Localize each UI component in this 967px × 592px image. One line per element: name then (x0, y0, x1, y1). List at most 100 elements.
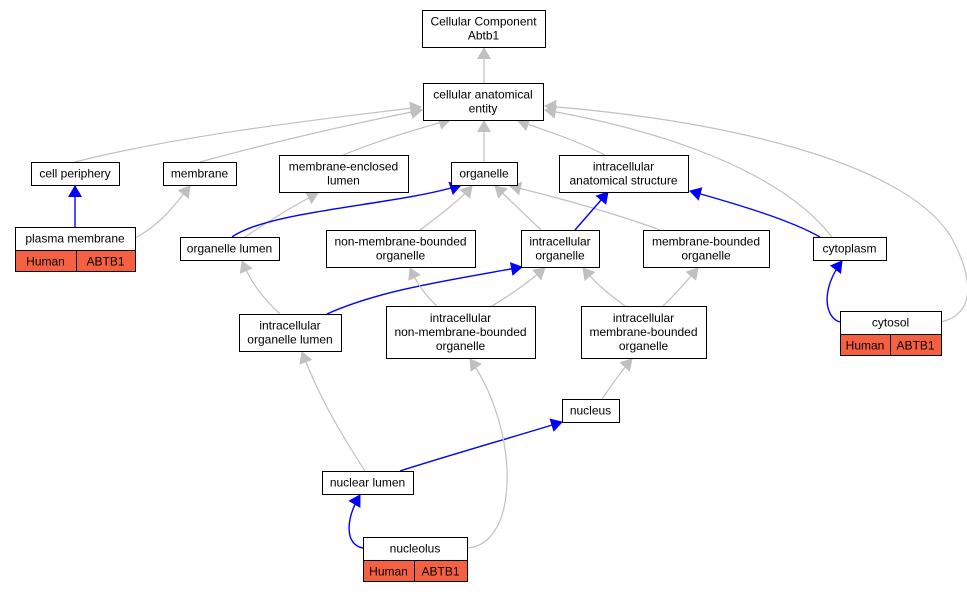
annotation-species: Human (26, 255, 65, 269)
edge-nuclear_lumen-to-nucleus (399, 418, 563, 472)
node-label-line: plasma membrane (25, 232, 125, 246)
node-label-line: intracellular (430, 311, 491, 325)
node-label-line: nucleolus (390, 542, 441, 556)
node-box (163, 162, 237, 186)
node-label-line: cytosol (872, 316, 909, 330)
edge-plasma_membrane-to-membrane (134, 185, 191, 239)
node-label-line: organelle (376, 249, 426, 263)
node-box (326, 230, 476, 268)
node-label-line: cellular anatomical (433, 88, 532, 102)
node-cytoplasm[interactable]: cytoplasm (813, 237, 887, 261)
node-label-line: organelle (535, 249, 585, 263)
edge-nuclear_lumen-to-iol (299, 351, 366, 472)
node-box (423, 83, 544, 121)
edge-cytosol-to-cytoplasm (826, 260, 843, 323)
node-label-line: membrane-bounded (652, 235, 760, 249)
node-box (31, 162, 120, 186)
edge-iol-to-organelle_lumen (239, 260, 281, 315)
annotation-species: Human (846, 339, 885, 353)
node-label-line: cytoplasm (822, 242, 876, 256)
node-label-line: nuclear lumen (330, 476, 405, 490)
edge-cytoplasm-to-ias (689, 187, 821, 238)
edge-nucleolus-to-inmbo (466, 358, 508, 549)
node-box (279, 155, 409, 193)
edge-mbo-to-organelle (509, 181, 661, 231)
annotation-box (363, 560, 468, 582)
node-box (180, 237, 280, 261)
node-label-line: non-membrane-bounded (334, 235, 466, 249)
node-nucleus[interactable]: nucleus (562, 399, 620, 423)
edge-imbo-to-io (582, 267, 626, 307)
node-label-line: organelle lumen (187, 242, 272, 256)
node-box (386, 306, 536, 359)
annotation-box (15, 250, 136, 272)
annotation-gene: ABTB1 (421, 565, 459, 579)
node-label-line: intracellular (593, 160, 654, 174)
edge-cytosol-to-cae (544, 99, 967, 323)
node-membrane[interactable]: membrane (163, 162, 237, 186)
node-label-line: organelle (619, 339, 669, 353)
node-label-line: nucleus (570, 404, 611, 418)
annotation-gene: ABTB1 (86, 255, 124, 269)
node-label-line: organelle lumen (247, 333, 332, 347)
node-cell-periphery[interactable]: cell periphery (31, 162, 120, 186)
node-box (239, 314, 342, 352)
edge-inmbo-to-io (491, 267, 546, 307)
annotation-row: Human ABTB1 (15, 250, 136, 272)
node-box (562, 399, 620, 423)
node-box (813, 237, 887, 261)
node-label-line: membrane-bounded (589, 325, 697, 339)
node-label-line: lumen (327, 174, 360, 188)
node-label-line: intracellular (613, 311, 674, 325)
edge-organelle_lumen-to-organelle (231, 181, 462, 238)
node-box (559, 155, 689, 193)
annotation-row: Human ABTB1 (840, 334, 942, 356)
node-label-line: membrane-enclosed (289, 160, 398, 174)
edge-cytoplasm-to-cae (544, 104, 833, 238)
node-label-line: Cellular Component (430, 15, 537, 29)
node-organelle-lumen[interactable]: organelle lumen (180, 237, 280, 261)
annotation-row: Human ABTB1 (363, 560, 468, 582)
edge-membrane-to-cae (199, 105, 423, 163)
edge-iol-to-io (326, 262, 523, 315)
annotation-species: Human (369, 565, 408, 579)
edge-nucleolus-to-nuclear_lumen (348, 494, 364, 549)
node-box (322, 471, 414, 495)
edge-layer (68, 47, 967, 549)
node-inmbo[interactable]: intracellularnon-membrane-boundedorganel… (386, 306, 536, 359)
node-label-line: intracellular (529, 235, 590, 249)
edge-cell_periphery-to-cae (74, 101, 422, 163)
node-nuclear-lumen[interactable]: nuclear lumen (322, 471, 414, 495)
edge-organelle_lumen-to-mel (244, 191, 319, 238)
node-label-line: membrane (171, 167, 229, 181)
node-label-line: organelle (436, 339, 486, 353)
node-label-line: organelle (459, 167, 509, 181)
node-label-line: entity (469, 102, 498, 116)
node-box (643, 230, 770, 268)
node-label-line: cell periphery (39, 167, 110, 181)
edge-mel-to-cae (342, 116, 451, 156)
annotation-gene: ABTB1 (896, 339, 934, 353)
edge-io-to-organelle (494, 185, 542, 231)
edge-nucleus-to-imbo (601, 358, 633, 400)
edge-ias-to-cae (517, 117, 606, 156)
node-label-line: Abtb1 (468, 29, 500, 43)
node-label-line: organelle (681, 249, 731, 263)
node-box (451, 162, 518, 186)
node-organelle[interactable]: organelle (451, 162, 518, 186)
edge-nmbo-to-organelle (419, 185, 473, 231)
